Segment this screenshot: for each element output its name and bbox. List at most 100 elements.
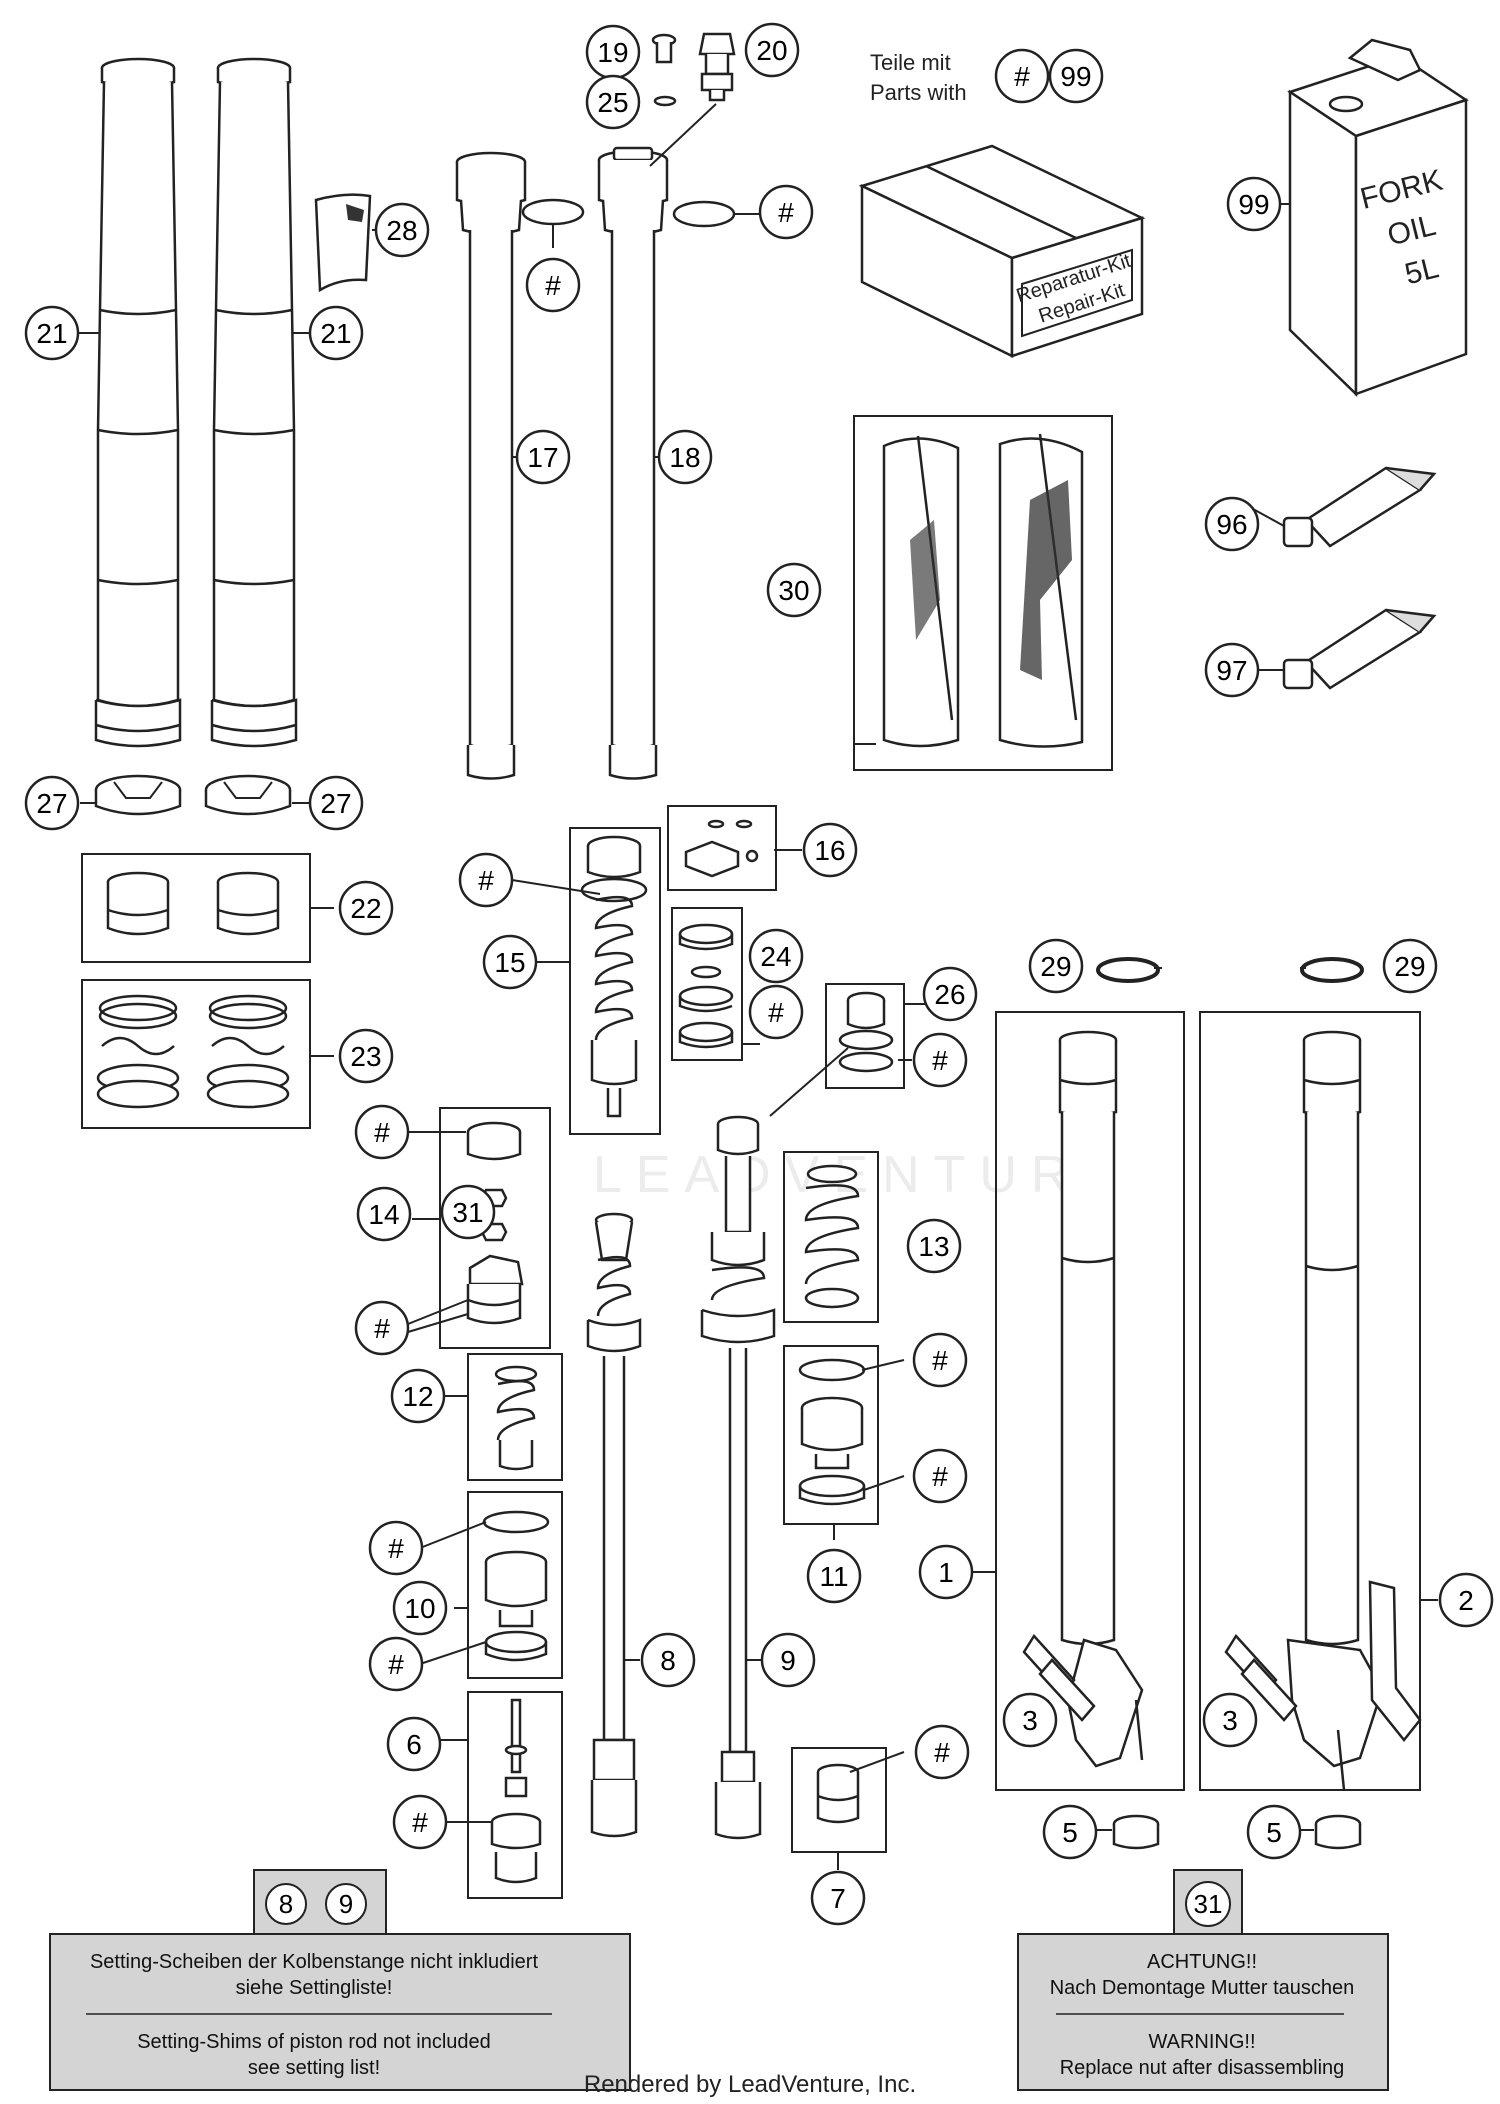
svg-text:Setting-Shims of piston rod no: Setting-Shims of piston rod not included	[137, 2031, 491, 2053]
svg-text:13: 13	[918, 1231, 949, 1262]
callout-25: 25	[585, 74, 641, 130]
svg-text:#: #	[412, 1807, 428, 1838]
callout-14: 14	[356, 1186, 412, 1242]
svg-text:1: 1	[938, 1557, 954, 1588]
callout-21-right: 21	[308, 305, 364, 361]
svg-text:31: 31	[452, 1197, 483, 1228]
cartridge-tube-17	[455, 151, 527, 780]
svg-text:#: #	[934, 1737, 950, 1768]
svg-text:24: 24	[760, 941, 791, 972]
svg-text:15: 15	[494, 947, 525, 978]
callout-1: 1	[918, 1544, 974, 1600]
grease-tube-97	[1282, 608, 1437, 690]
watermark: LEADVENTURE	[593, 1146, 1131, 1204]
callout-hash-15: #	[458, 852, 514, 908]
callout-26: 26	[922, 966, 978, 1022]
svg-text:2: 2	[1458, 1585, 1474, 1616]
svg-text:#: #	[932, 1461, 948, 1492]
dust-seal-left	[94, 774, 182, 816]
cartridge-tube-18	[597, 146, 669, 780]
frame-23	[81, 979, 311, 1129]
o-ring-17	[521, 198, 585, 226]
svg-text:8: 8	[279, 1889, 293, 1919]
needle-valve-6	[490, 1698, 542, 1884]
callout-13: 13	[906, 1218, 962, 1274]
frame-1	[995, 1011, 1185, 1791]
callout-24: 24	[748, 928, 804, 984]
frame-2	[1199, 1011, 1421, 1791]
fork-oil-can	[1287, 38, 1469, 397]
outer-tube-right	[210, 57, 298, 748]
o-ring-18	[672, 200, 736, 228]
callout-27-right: 27	[308, 775, 364, 831]
svg-text:#: #	[374, 1313, 390, 1344]
frame-30	[853, 415, 1113, 771]
svg-text:23: 23	[350, 1041, 381, 1072]
svg-text:97: 97	[1216, 655, 1247, 686]
fork-leg-1	[1022, 1030, 1144, 1768]
svg-text:#: #	[932, 1045, 948, 1076]
svg-text:5: 5	[1266, 1817, 1282, 1848]
callout-8: 8	[640, 1632, 696, 1688]
svg-text:5L: 5L	[1402, 251, 1442, 291]
bleeder-valve-20	[698, 32, 736, 102]
callout-21-left: 21	[24, 305, 80, 361]
svg-text:99: 99	[1238, 189, 1269, 220]
svg-text:#: #	[778, 197, 794, 228]
callout-7: 7	[810, 1870, 866, 1926]
callout-3-right: 3	[1202, 1692, 1258, 1748]
svg-text:5: 5	[1062, 1817, 1078, 1848]
svg-text:3: 3	[1022, 1705, 1038, 1736]
frame-6	[467, 1691, 563, 1899]
svg-text:22: 22	[350, 893, 381, 924]
callout-5-right: 5	[1246, 1804, 1302, 1860]
piston-rod-8	[586, 1212, 642, 1838]
svg-text:3: 3	[1222, 1705, 1238, 1736]
svg-text:99: 99	[1060, 61, 1091, 92]
svg-text:#: #	[768, 997, 784, 1028]
base-valve-11	[798, 1358, 866, 1506]
callout-28: 28	[374, 202, 430, 258]
callout-6: 6	[386, 1716, 442, 1772]
callout-hash-11-top: #	[912, 1332, 968, 1388]
frame-12	[467, 1353, 563, 1481]
svg-text:WARNING!!: WARNING!!	[1148, 2031, 1255, 2053]
screw-kit-16	[684, 819, 759, 878]
callout-hash-18: #	[758, 184, 814, 240]
callout-16: 16	[802, 822, 858, 878]
svg-text:28: 28	[386, 215, 417, 246]
frame-16	[667, 805, 777, 891]
bottom-cap-5-right	[1314, 1814, 1362, 1850]
callout-29-right: 29	[1382, 938, 1438, 994]
svg-text:18: 18	[669, 442, 700, 473]
footer-credit: Rendered by LeadVenture, Inc.	[584, 2071, 916, 2098]
frame-13	[783, 1151, 879, 1323]
callout-hash-parts-with: #	[994, 48, 1050, 104]
svg-text:27: 27	[320, 788, 351, 819]
spring-assembly-15	[580, 835, 648, 1118]
callout-23: 23	[338, 1028, 394, 1084]
callout-98: 99	[1226, 176, 1282, 232]
callout-hash-24: #	[748, 984, 804, 1040]
callout-hash-10-top: #	[368, 1520, 424, 1576]
svg-text:#: #	[478, 865, 494, 896]
svg-text:#: #	[1014, 61, 1030, 92]
svg-text:siehe Settingliste!: siehe Settingliste!	[236, 1977, 393, 1999]
frame-11	[783, 1345, 879, 1525]
callout-hash-10-bottom: #	[368, 1636, 424, 1692]
svg-text:9: 9	[780, 1645, 796, 1676]
callout-hash-26: #	[912, 1032, 968, 1088]
plug-7	[816, 1763, 860, 1824]
frame-14	[439, 1107, 551, 1349]
o-ring-29-right	[1300, 957, 1364, 983]
svg-text:20: 20	[756, 35, 787, 66]
svg-text:26: 26	[934, 979, 965, 1010]
svg-text:#: #	[545, 270, 561, 301]
bushings-22	[106, 871, 280, 936]
svg-text:17: 17	[527, 442, 558, 473]
parts-with-label: Teile mit Parts with	[870, 50, 967, 105]
svg-text:#: #	[388, 1533, 404, 1564]
note-right: 31 ACHTUNG!! Nach Demontage Mutter tausc…	[1017, 1869, 1389, 2091]
svg-text:see setting list!: see setting list!	[248, 2057, 380, 2079]
decal-sticker	[314, 193, 372, 293]
